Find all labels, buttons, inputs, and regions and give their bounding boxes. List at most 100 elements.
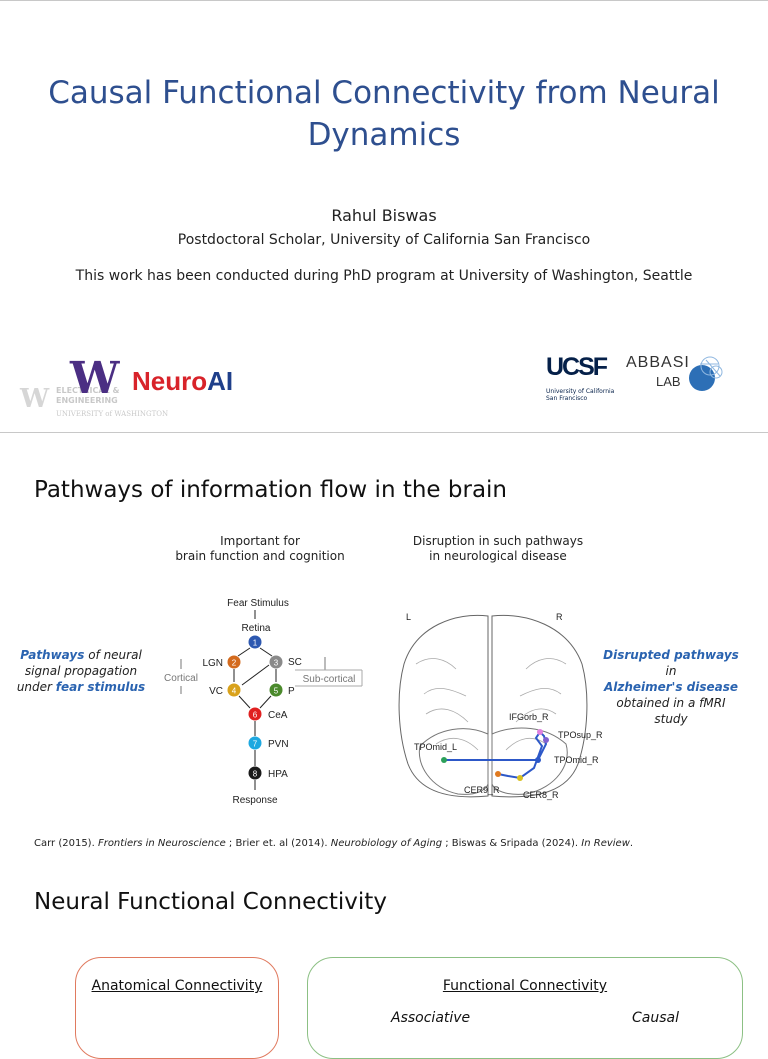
right-caption-line2: in neurological disease: [429, 549, 567, 563]
pathways-heading: Pathways of information flow in the brai…: [34, 477, 508, 503]
author-affiliation: Postdoctoral Scholar, University of Cali…: [177, 232, 591, 248]
right-caption-line1: Disruption in such pathways: [412, 534, 584, 548]
uw-ee-logo-line2: ENGINEERING: [56, 396, 118, 405]
uw-ee-logo-line1: ELECTRICAL &: [56, 386, 120, 395]
tpomid-l-label: TPOmid_L: [414, 742, 457, 752]
node-6-label: 6: [253, 711, 258, 720]
tpomid-r-label: TPOmid_R: [554, 755, 599, 765]
left-caption: Important for brain function and cogniti…: [160, 534, 360, 564]
alzheimers-highlight: Alzheimer's disease: [603, 680, 739, 694]
functional-connectivity-label: Functional Connectivity: [442, 978, 608, 994]
retina-label: Retina: [242, 623, 271, 634]
uw-ee-logo-line3: UNIVERSITY of WASHINGTON: [56, 410, 169, 418]
abbasi-lab-text: LAB: [656, 374, 681, 389]
sc-label: SC: [288, 657, 302, 668]
right-caption: Disruption in such pathways in neurologi…: [398, 534, 598, 564]
hpa-label: HPA: [268, 769, 288, 780]
abbasi-lab-logo: ABBASI LAB: [626, 354, 726, 400]
author-name: Rahul Biswas: [331, 206, 437, 225]
cer9-r-node: [495, 771, 501, 777]
node-1-label: 1: [253, 639, 258, 648]
citation: Carr (2015). Frontiers in Neuroscience ;…: [34, 838, 633, 849]
node-7-label: 7: [253, 740, 258, 749]
fear-stimulus-highlight: fear stimulus: [55, 680, 146, 694]
title-line-2: Dynamics: [307, 117, 461, 153]
disrupted-pathway-line: [444, 730, 548, 780]
citation-part-g: .: [629, 838, 634, 849]
node-4-label: 4: [232, 687, 237, 696]
tposup-r-node: [543, 737, 549, 743]
tpomid-l-node: [441, 757, 447, 763]
anatomical-connectivity-label: Anatomical Connectivity: [91, 978, 263, 994]
node-8: [248, 766, 262, 780]
cer9-r-label: CER9_R: [464, 785, 500, 795]
subcortical-label: Sub-cortical: [303, 674, 356, 685]
uw-w-logo: W: [70, 353, 120, 404]
abbasi-logo-text: ABBASI: [626, 354, 690, 371]
functional-connectivity-box: Functional Connectivity Associative Caus…: [307, 957, 743, 1059]
node-3: [269, 655, 283, 669]
citation-part-d: Neurobiology of Aging: [330, 838, 443, 849]
ucsf-logo-sub1: University of California: [546, 388, 615, 395]
response-label: Response: [232, 795, 277, 806]
disrupted-pathways-highlight: Disrupted pathways: [603, 648, 739, 662]
title-line-1: Causal Functional Connectivity from Neur…: [48, 75, 720, 111]
tpomid-r-node: [535, 757, 541, 763]
associative-label: Associative: [391, 1010, 471, 1026]
node-2: [227, 655, 241, 669]
node-1: [248, 635, 262, 649]
left-caption-line2: brain function and cognition: [175, 549, 345, 563]
top-slide-border: [0, 0, 768, 1]
cer8-r-label: CER8_R: [523, 790, 559, 800]
left-hemisphere-label: L: [406, 612, 411, 622]
right-note-line3: obtained in a fMRI study: [616, 696, 726, 726]
node-5: [269, 683, 283, 697]
vc-label: VC: [209, 686, 223, 697]
brain-network-diagram: L R IFGorb_R TPOsup_R TPOmid_L TPOmid_R …: [398, 612, 603, 800]
cortical-label: Cortical: [164, 673, 198, 684]
node-2-label: 2: [232, 659, 237, 668]
cer8-r-node: [517, 775, 523, 781]
node-7: [248, 736, 262, 750]
ifgorb-r-label: IFGorb_R: [509, 712, 549, 722]
right-note: Disrupted pathways in Alzheimer's diseas…: [598, 647, 744, 727]
node-8-label: 8: [253, 770, 258, 779]
lgn-label: LGN: [202, 658, 223, 669]
pathways-highlight: Pathways: [20, 648, 85, 662]
node-3-label: 3: [274, 659, 279, 668]
slide-divider-1: [0, 432, 768, 433]
neuroai-logo: NeuroAI: [132, 366, 233, 397]
brain-network-icon: [689, 356, 723, 391]
neural-fc-heading: Neural Functional Connectivity: [34, 889, 387, 915]
node-6: [248, 707, 262, 721]
ucsf-logo-text: UCSF: [546, 353, 608, 381]
right-hemisphere-label: R: [556, 612, 563, 622]
right-note-in: in: [665, 664, 677, 678]
phd-note: This work has been conducted during PhD …: [75, 268, 693, 284]
causal-label: Causal: [632, 1010, 679, 1026]
citation-part-c: ; Brier et. al (2014).: [225, 838, 331, 849]
left-note: Pathways of neural signal propagation un…: [14, 647, 148, 695]
citation-part-a: Carr (2015).: [34, 838, 98, 849]
uw-ee-logo: W ELECTRICAL & ENGINEERING UNIVERSITY of…: [20, 384, 170, 424]
citation-part-b: Frontiers in Neuroscience: [97, 838, 226, 849]
slide-title: Causal Functional Connectivity from Neur…: [0, 72, 768, 156]
p-label: P: [288, 686, 295, 697]
ucsf-logo: UCSF University of California San Franci…: [546, 352, 626, 402]
pvn-label: PVN: [268, 739, 289, 750]
tposup-r-label: TPOsup_R: [558, 730, 603, 740]
fear-pathway-diagram: Fear Stimulus Retina 1 2 LGN 3 SC 4 VC 5…: [164, 598, 363, 806]
citation-part-f: In Review: [581, 838, 630, 849]
left-note-line2: signal propagation: [24, 664, 138, 678]
ucsf-logo-sub2: San Francisco: [546, 395, 588, 402]
neuroai-logo-neuro: Neuro: [132, 366, 208, 396]
citation-part-e: ; Biswas & Sripada (2024).: [442, 838, 582, 849]
node-5-label: 5: [274, 687, 279, 696]
cea-label: CeA: [268, 710, 288, 721]
neuroai-logo-ai: AI: [207, 366, 234, 396]
node-4: [227, 683, 241, 697]
left-note-under: under: [16, 680, 56, 694]
fear-stimulus-label: Fear Stimulus: [227, 598, 289, 609]
anatomical-connectivity-box: Anatomical Connectivity: [75, 957, 279, 1059]
ifgorb-r-node: [537, 729, 543, 735]
